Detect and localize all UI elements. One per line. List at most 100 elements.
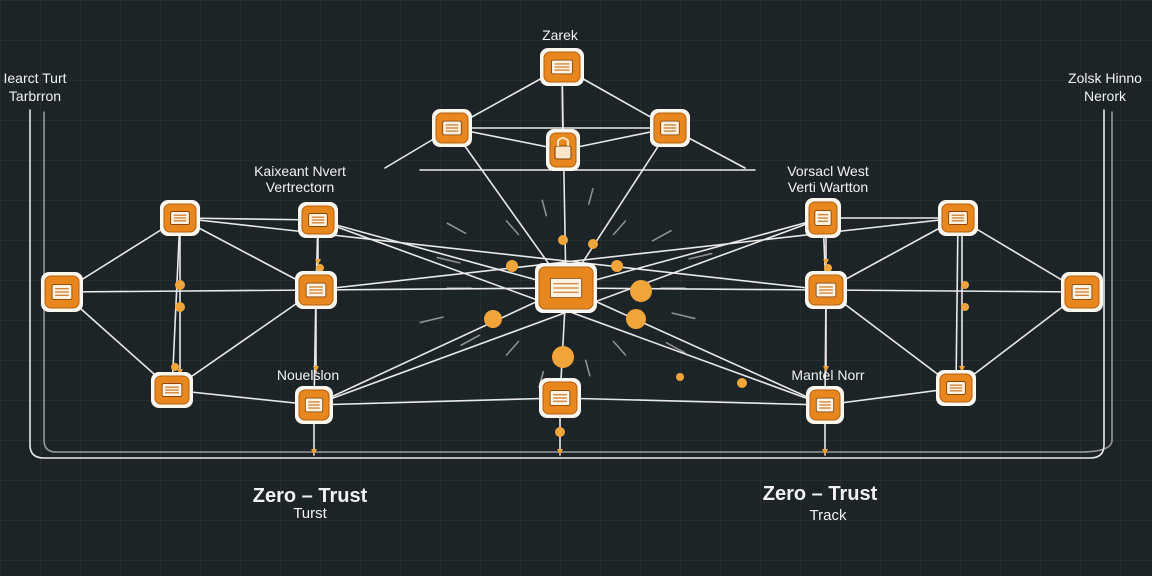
connection-line [825,289,957,389]
signal-dash [651,229,672,242]
document-node-icon [1071,284,1093,300]
signal-dash [587,187,594,205]
document-node-icon [442,120,462,136]
label-low-left: Nouelslon [276,367,340,383]
label-mid-right-1: Vorsacl West [787,163,869,179]
document-node-icon [815,397,835,413]
connection-line [561,66,567,289]
node-left-upper-2[interactable] [298,202,338,238]
label-mid-left-2: Vertrectorn [265,179,335,195]
node-center-right[interactable] [805,271,847,309]
node-right-upper-2[interactable] [938,200,978,236]
label-mid-left-1: Kaixeant Nvert [254,163,346,179]
connection-line [824,387,957,406]
node-bottom-left-1[interactable] [151,372,193,408]
signal-dot [737,378,747,388]
outer-frame [29,109,1105,459]
node-bottom-right-1[interactable] [806,386,844,424]
node-bottom-center[interactable] [539,378,581,418]
signal-dash [612,220,627,236]
node-center-hub[interactable] [535,263,597,313]
signal-dot [316,264,324,272]
lock-icon [554,137,572,160]
connection-line [171,289,317,391]
signal-dot [961,303,969,311]
document-node-icon [549,390,571,406]
signal-dot [676,373,684,381]
signal-dot [175,280,185,290]
signal-dash [665,341,686,354]
signal-dash [505,220,520,236]
node-bottom-left-2[interactable] [295,386,333,424]
node-lock[interactable] [546,129,580,171]
connection-line [565,127,671,289]
connection-line [315,217,959,291]
arrowhead-icon [959,366,965,372]
signal-dash [460,334,481,347]
signal-dot [626,309,646,329]
connection-line [955,291,1083,389]
connection-line [313,287,567,406]
connection-line [955,217,959,389]
signal-dot [484,310,502,328]
label-left-top-1: Iearct Turt [3,70,67,86]
signal-dash [612,340,627,356]
connection-line [179,217,827,291]
connection-line [315,287,567,291]
connection-line [451,127,567,289]
arrowhead-icon [823,366,829,372]
connection-line [565,217,824,289]
connection-line [565,287,826,406]
signal-dot [555,427,565,437]
signal-dot [175,302,185,312]
signal-dot [588,239,598,249]
signal-dot [171,363,179,371]
signal-dot [824,264,832,272]
connection-line [559,397,826,406]
connection-line [317,219,567,289]
connection-line [61,289,317,293]
connection-line [179,217,317,291]
bottom-right-title: Zero – Trust [762,483,878,505]
node-top-left[interactable] [432,109,472,147]
node-bottom-right-2[interactable] [936,370,976,406]
bottom-right-subtitle: Track [809,507,847,524]
server-node-icon [549,277,583,299]
bottom-left-subtitle: Turst [293,505,327,522]
arrowhead-icon [557,449,563,455]
signal-dash [584,359,591,377]
arrowhead-icon [823,259,829,265]
node-right-upper-1[interactable] [805,198,841,238]
bottom-left-title: Zero – Trust [252,485,368,507]
document-node-icon [308,213,328,227]
signal-dash [436,256,461,264]
label-left-top-2: Tarbrron [8,88,62,104]
document-node-icon [170,211,190,225]
label-right-top-1: Zolsk Hinno [1068,70,1142,86]
node-top[interactable] [540,48,584,86]
connection-line [179,217,319,221]
arrowhead-icon [315,259,321,265]
connection-line [565,287,827,291]
signal-dash [688,252,713,260]
signal-dot [506,260,518,272]
signal-dot [552,346,574,368]
connection-line [825,217,959,291]
node-far-left[interactable] [41,272,83,312]
node-far-right[interactable] [1061,272,1103,312]
node-top-right[interactable] [650,109,690,147]
signal-dot [630,280,652,302]
document-node-icon [551,59,573,75]
signal-dash [446,222,467,235]
signal-dot [961,281,969,289]
node-left-upper-1[interactable] [160,200,200,236]
signal-dash [541,199,548,217]
document-node-icon [161,383,183,397]
document-node-icon [51,284,73,300]
document-node-icon [946,381,966,395]
signal-dash [671,312,696,320]
node-center-left[interactable] [295,271,337,309]
label-low-right: Mantel Norr [791,367,865,383]
outer-frame-inner [43,111,1113,453]
